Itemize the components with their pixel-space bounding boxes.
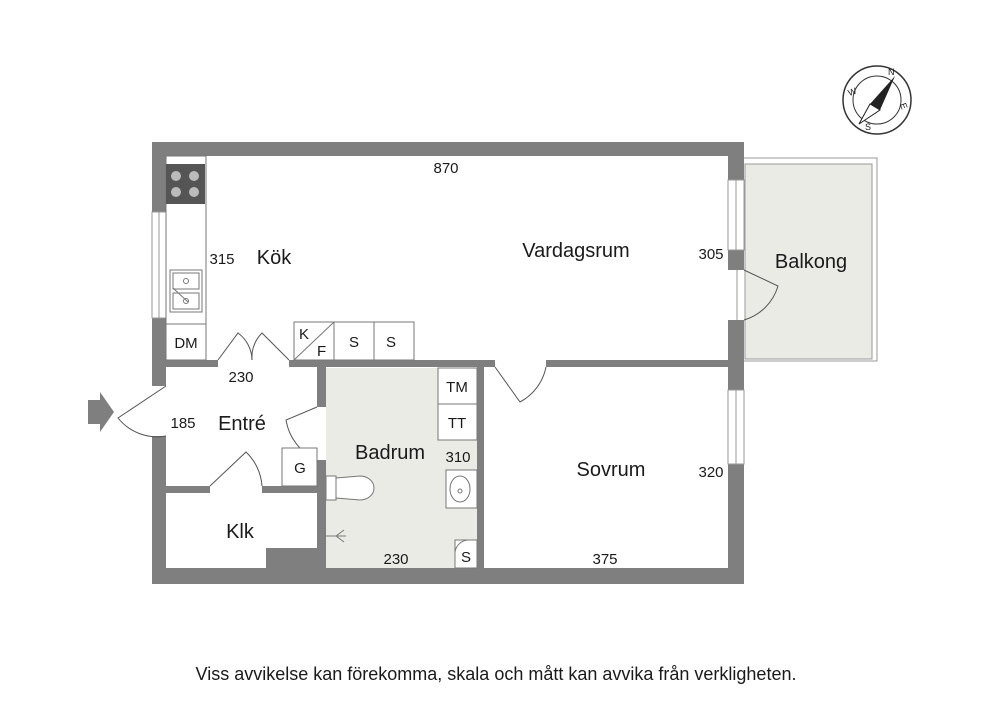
room-closet: Klk xyxy=(226,521,255,543)
fridge-label: K xyxy=(299,326,309,343)
dishwasher-label: DM xyxy=(174,335,197,352)
cabinet-label-2: S xyxy=(386,334,396,351)
kitchen-cabinets: K F S S xyxy=(293,321,415,361)
room-bathroom: Badrum xyxy=(355,442,425,464)
shower-icon xyxy=(326,529,346,543)
room-hall: Entré xyxy=(218,413,266,435)
balcony-floor xyxy=(744,163,873,360)
dim-bath-depth: 310 xyxy=(445,449,470,466)
cabinet-label-1: S xyxy=(349,334,359,351)
stove-icon xyxy=(166,164,205,204)
dim-hall-depth: 185 xyxy=(170,415,195,432)
kitchen-counter: DM xyxy=(165,155,207,361)
dim-kitchen-depth: 315 xyxy=(209,251,234,268)
compass-n: N xyxy=(888,67,895,77)
sink-icon xyxy=(169,269,203,313)
hall-wardrobe xyxy=(281,447,318,487)
dim-bed-width: 375 xyxy=(592,551,617,568)
dim-bath-width: 230 xyxy=(383,551,408,568)
room-bedroom: Sovrum xyxy=(577,459,646,481)
bath-cabinet-label: S xyxy=(461,549,471,566)
washer-label: TM xyxy=(446,379,468,396)
dim-living-depth: 305 xyxy=(698,246,723,263)
toilet-icon xyxy=(325,475,375,501)
dim-top-width: 870 xyxy=(433,160,458,177)
compass-needle-icon xyxy=(870,76,895,110)
room-balcony: Balkong xyxy=(775,251,847,273)
bathroom-fixtures: TM TT S xyxy=(325,367,478,569)
compass-s: S xyxy=(865,122,871,132)
compass-w: W xyxy=(847,86,859,98)
compass: N E S W xyxy=(842,65,912,135)
windows xyxy=(151,179,745,465)
room-kitchen: Kök xyxy=(257,247,292,269)
dim-bed-depth: 320 xyxy=(698,464,723,481)
entrance-arrow-icon xyxy=(88,392,114,432)
wardrobe-label: G xyxy=(294,460,306,477)
dim-hall-width: 230 xyxy=(228,369,253,386)
disclaimer-text: Viss avvikelse kan förekomma, skala och … xyxy=(195,664,797,684)
washbasin-icon xyxy=(445,469,478,509)
walls xyxy=(152,142,744,584)
room-living: Vardagsrum xyxy=(522,240,629,262)
dryer-label: TT xyxy=(448,415,466,432)
compass-e: E xyxy=(898,102,909,111)
freezer-label: F xyxy=(317,343,326,360)
